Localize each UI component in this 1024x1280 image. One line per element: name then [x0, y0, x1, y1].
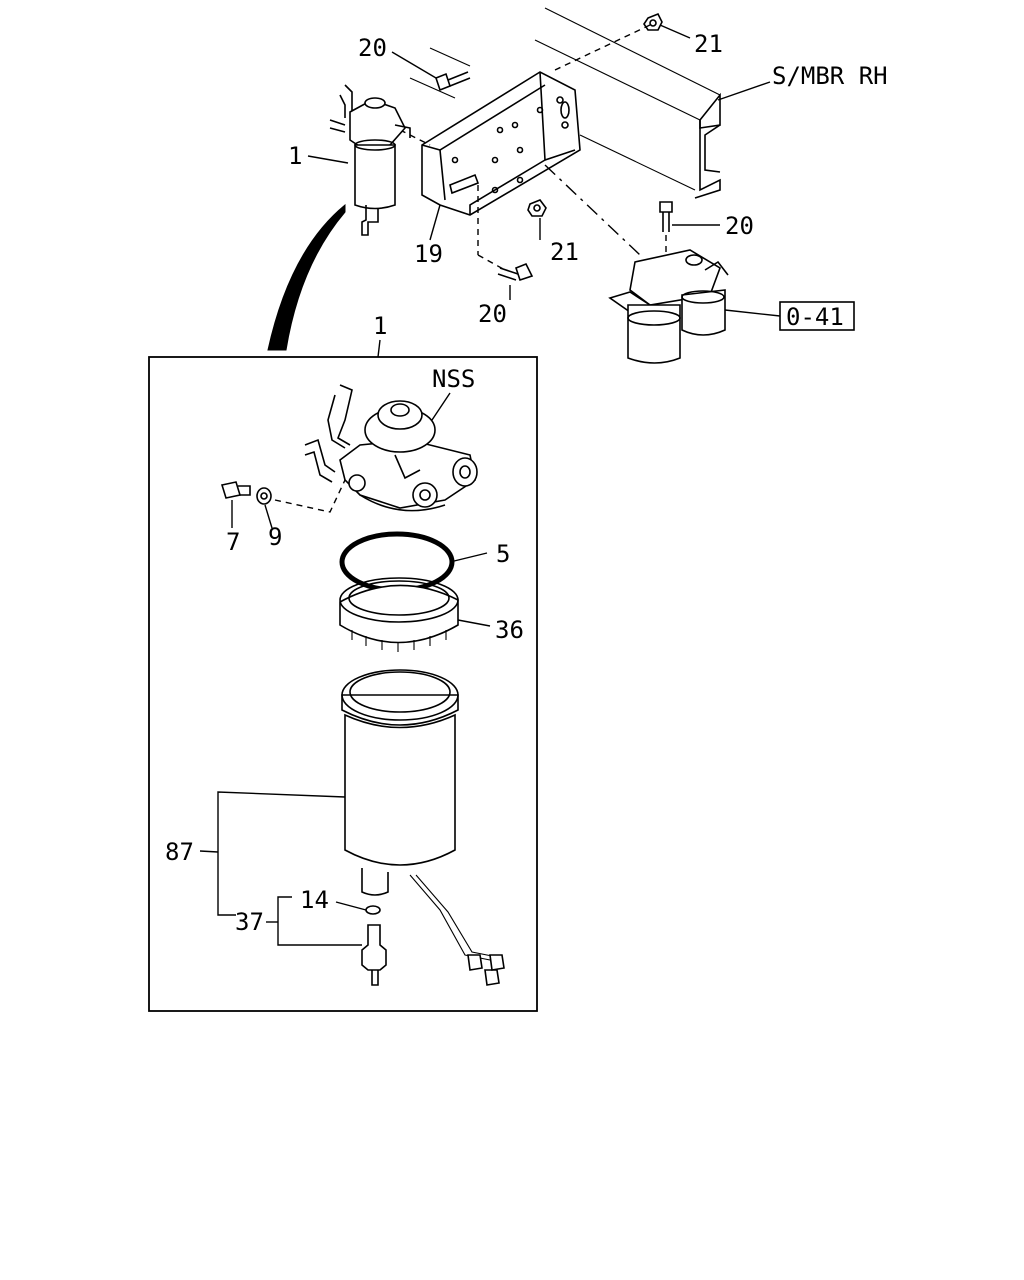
ring-nut [339, 577, 459, 652]
label-filter-assy-small: 1 [288, 142, 302, 170]
detail-connector [267, 203, 346, 351]
washer [256, 487, 272, 505]
label-plug: 7 [226, 528, 240, 556]
plug [220, 481, 251, 499]
label-ring-nut: 36 [495, 616, 524, 644]
label-element: 87 [165, 838, 194, 866]
sensor [361, 924, 387, 986]
bolt-lower [497, 262, 534, 282]
label-ref-box: 0-41 [786, 303, 844, 331]
label-bolt-lower: 20 [478, 300, 507, 328]
filter-assembly-small [329, 84, 411, 236]
reference-box [779, 301, 855, 331]
label-bolt-top: 20 [358, 34, 387, 62]
label-frame: S/MBR RH [772, 62, 888, 90]
label-nss: NSS [432, 365, 475, 393]
double-filter-assembly [608, 249, 729, 364]
label-filter-assy-detail: 1 [373, 312, 387, 340]
label-bolt-right: 20 [725, 212, 754, 240]
leader-lines [199, 24, 781, 946]
label-washer: 9 [268, 523, 282, 551]
label-bracket: 19 [414, 240, 443, 268]
filter-element [341, 669, 505, 986]
label-nut-mid: 21 [550, 238, 579, 266]
nut-top [643, 12, 663, 31]
bolt-right [659, 201, 673, 232]
bolt-top [435, 71, 471, 92]
bracket [421, 71, 581, 216]
frame-member [409, 7, 721, 199]
detail-box [148, 356, 538, 1012]
label-o-ring: 5 [496, 540, 510, 568]
label-sensor-set: 37 [235, 908, 264, 936]
nut-mid [527, 199, 547, 217]
o-ring-small [365, 905, 381, 915]
label-o-ring-small: 14 [300, 886, 329, 914]
label-nut-top: 21 [694, 30, 723, 58]
callout-labels: 20 21 S/MBR RH 1 19 21 20 20 0-41 1 NSS … [165, 30, 888, 936]
filter-head [304, 384, 478, 512]
